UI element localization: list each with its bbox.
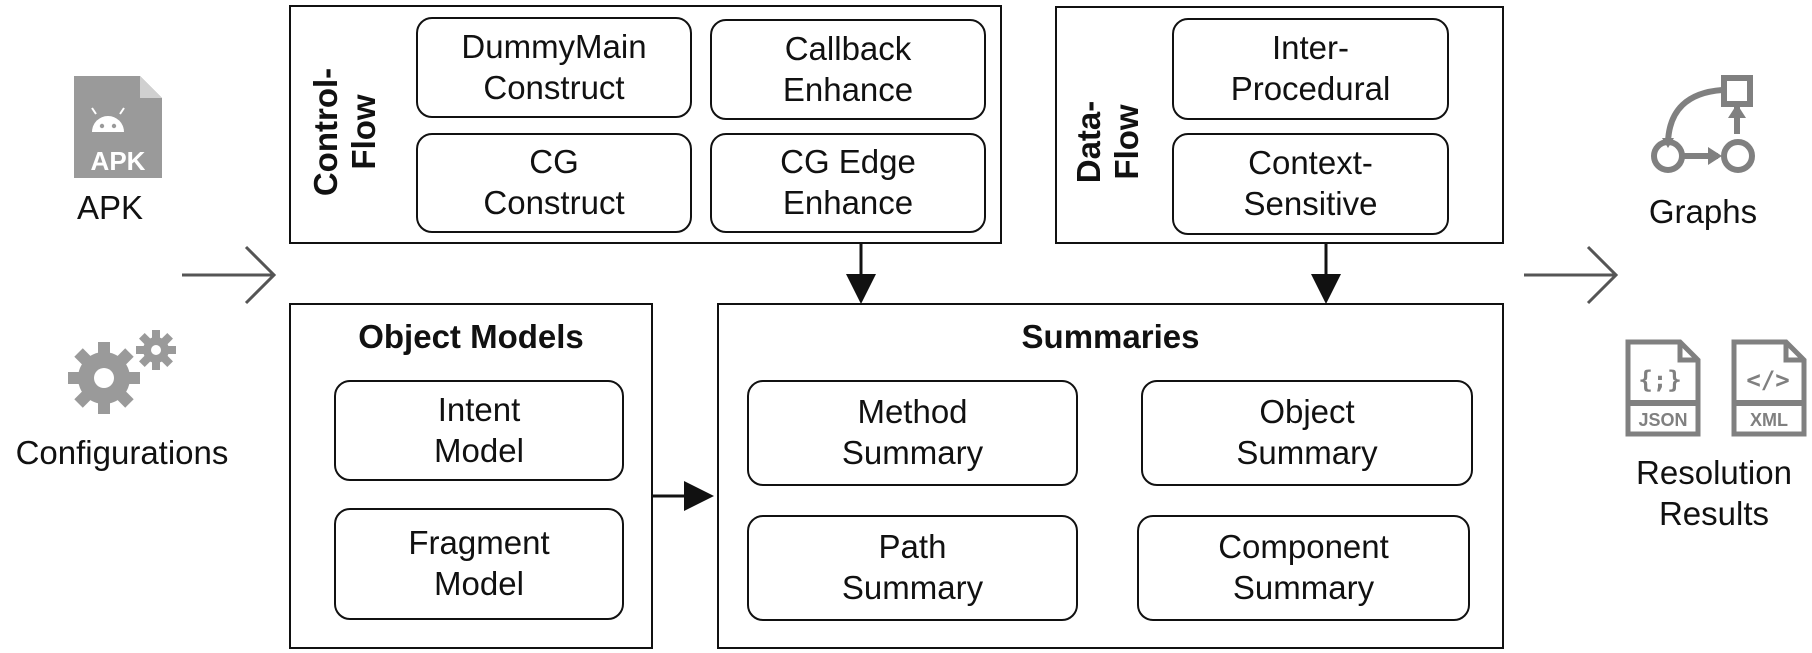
object-models-title: Object Models	[358, 318, 584, 355]
callback-enhance-box: Callback Enhance	[710, 19, 986, 120]
svg-text:</>: </>	[1746, 366, 1789, 394]
apk-label: APK	[76, 189, 144, 226]
input-arrow	[182, 245, 277, 305]
object-summary-box: Object Summary	[1141, 380, 1473, 486]
graph-icon	[1651, 75, 1755, 173]
output-arrow	[1524, 245, 1619, 305]
apk-file-icon: APK	[74, 76, 162, 178]
graphs-label: Graphs	[1648, 193, 1758, 230]
control-flow-title: Control- Flow	[307, 67, 382, 197]
context-sensitive-box: Context- Sensitive	[1172, 133, 1449, 235]
dummymain-construct-box: DummyMain Construct	[416, 17, 692, 118]
cg-edge-enhance-box: CG Edge Enhance	[710, 133, 986, 233]
xml-file-icon: </> XML	[1731, 339, 1807, 437]
configurations-label: Configurations	[15, 434, 229, 471]
apk-icon-text: APK	[91, 146, 146, 176]
data-flow-title: Data- Flow	[1070, 100, 1145, 184]
gear-icon	[68, 330, 176, 414]
fragment-model-box: Fragment Model	[334, 508, 624, 620]
method-summary-box: Method Summary	[747, 380, 1078, 486]
json-icon-text: JSON	[1638, 410, 1687, 430]
json-file-icon: {;} JSON	[1625, 339, 1701, 437]
xml-icon-text: XML	[1750, 410, 1788, 430]
component-summary-box: Component Summary	[1137, 515, 1470, 621]
path-summary-box: Path Summary	[747, 515, 1078, 621]
cg-construct-box: CG Construct	[416, 133, 692, 233]
inter-procedural-box: Inter- Procedural	[1172, 18, 1449, 120]
summaries-title: Summaries	[1021, 318, 1200, 355]
svg-text:{;}: {;}	[1638, 366, 1681, 394]
resolution-results-label: Resolution Results	[1636, 454, 1792, 533]
intent-model-box: Intent Model	[334, 380, 624, 481]
